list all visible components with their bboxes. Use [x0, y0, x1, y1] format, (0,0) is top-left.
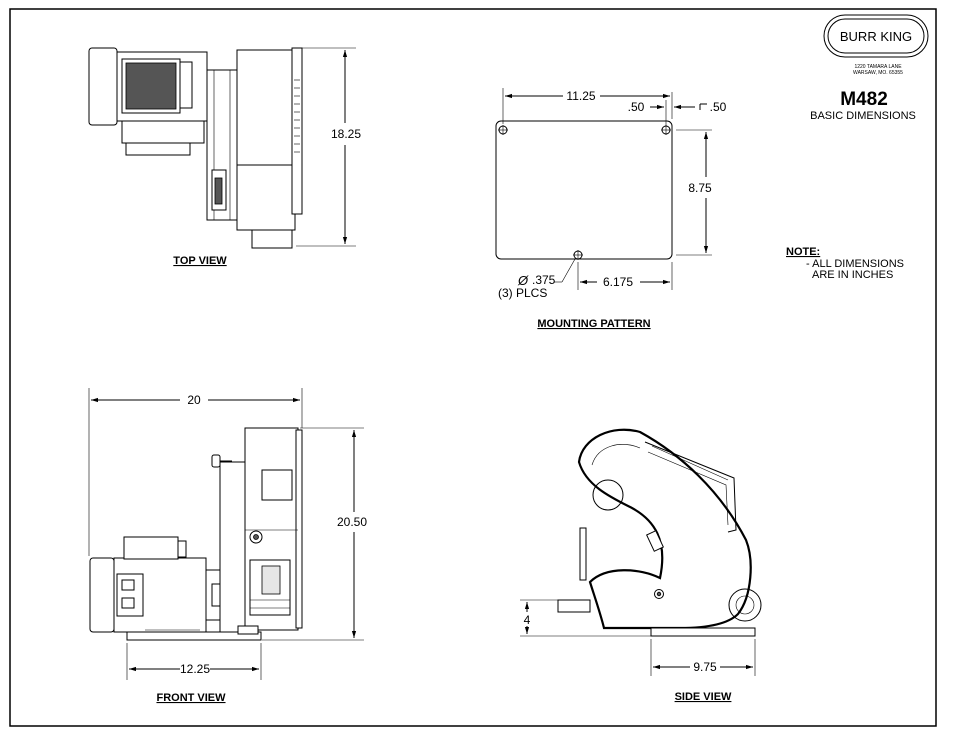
- front-view-label: FRONT VIEW: [156, 692, 226, 704]
- front-view-base-width-dim: 12.25: [180, 662, 210, 676]
- mounting-hole-diameter: .375: [532, 273, 556, 287]
- note-line-1: - ALL DIMENSIONS: [806, 258, 904, 270]
- front-view-width-dim: 20: [187, 393, 201, 407]
- mounting-hole-count: (3) PLCS: [498, 286, 547, 300]
- note-block: NOTE: - ALL DIMENSIONS ARE IN INCHES: [786, 246, 904, 281]
- side-view-base-width-dim: 9.75: [693, 660, 717, 674]
- front-view: 20 20.50 12.25 FRONT VIEW: [88, 388, 367, 704]
- side-view-label: SIDE VIEW: [675, 691, 732, 703]
- mounting-pattern-label: MOUNTING PATTERN: [537, 318, 650, 330]
- logo-text: BURR KING: [840, 29, 912, 44]
- diameter-symbol: Ø: [517, 273, 529, 288]
- title-block: BURR KING 1220 TAMARA LANE WARSAW, MO. 6…: [810, 14, 929, 122]
- note-line-2: ARE IN INCHES: [812, 269, 893, 281]
- model-subtitle: BASIC DIMENSIONS: [810, 110, 916, 122]
- address-line-2: WARSAW, MO. 65355: [853, 70, 903, 76]
- top-view-depth-dim: 18.25: [331, 127, 361, 141]
- mounting-hole-spacing-dim: 6.175: [603, 275, 633, 289]
- logo-oval: [823, 14, 929, 58]
- top-view: 18.25 TOP VIEW: [88, 47, 361, 267]
- side-view-height-dim: 4: [524, 613, 531, 627]
- top-view-label: TOP VIEW: [173, 255, 227, 267]
- mounting-edge-offset-x: .50: [628, 100, 645, 114]
- note-title: NOTE:: [786, 246, 820, 258]
- mounting-width-dim: 11.25: [566, 89, 595, 103]
- mounting-pattern-view: 11.25 .50 .50 8.75 6.175 Ø .375 (3) PLCS…: [495, 88, 727, 330]
- front-view-height-dim: 20.50: [337, 515, 367, 529]
- address-line-1: 1220 TAMARA LANE: [854, 64, 902, 70]
- sheet-border: [9, 8, 937, 727]
- side-view: 4 9.75 SIDE VIEW: [520, 428, 762, 703]
- model-number: M482: [840, 89, 888, 110]
- mounting-edge-offset-y: .50: [710, 100, 727, 114]
- mounting-height-dim: 8.75: [688, 181, 712, 195]
